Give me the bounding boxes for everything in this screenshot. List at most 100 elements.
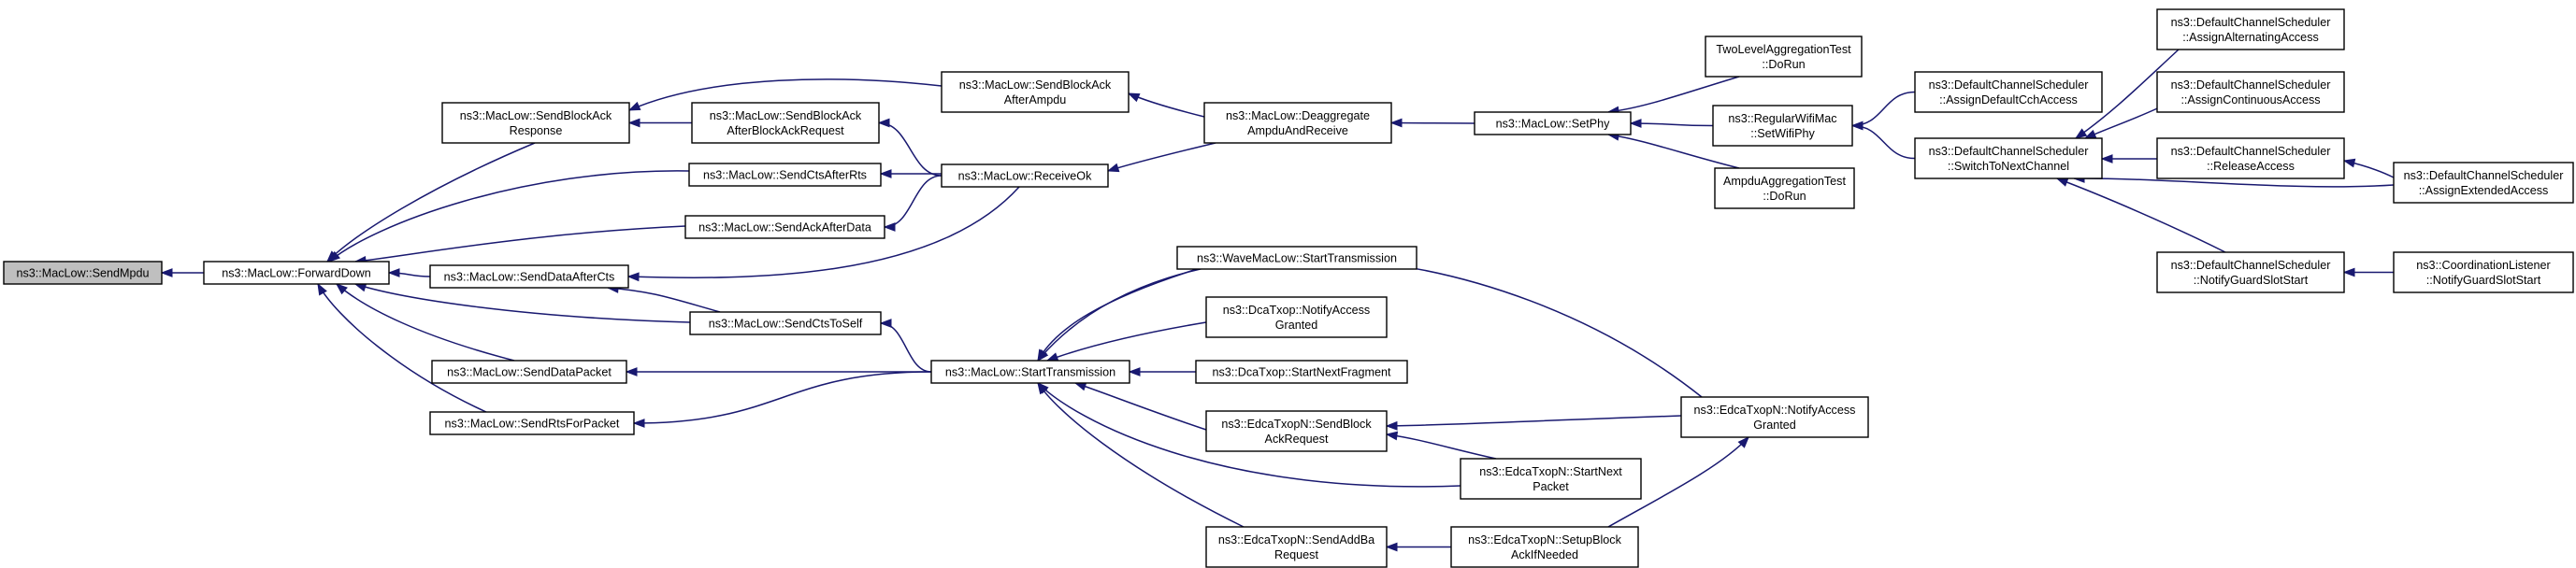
edge-sendblockackafterampdu-to-sendblockackresponse (628, 78, 943, 111)
node-label: Response (510, 124, 563, 137)
node-box (1195, 360, 1408, 384)
arrowhead (1737, 435, 1749, 448)
edge-sendctstoself-to-forwarddown (354, 283, 691, 323)
arrowhead (317, 282, 327, 296)
node-box (1680, 396, 1869, 438)
edge-switchtonextchannel-to-regularwifimac (1851, 124, 1916, 160)
edge-sendblockackresponse-to-forwarddown (326, 142, 536, 263)
arrowhead (327, 250, 340, 263)
node-label: AmpduAggregationTest (1723, 175, 1846, 188)
node-label: ::SetWifiPhy (1750, 127, 1815, 140)
node-box (2156, 137, 2345, 179)
node-forwarddown[interactable]: ns3::MacLow::ForwardDown (203, 261, 390, 285)
call-graph-nodes: ns3::MacLow::SendMpdu ns3::MacLow::Forwar… (3, 8, 2574, 568)
edge-sendctstoself-to-senddataafterctsnode (607, 287, 721, 313)
node-dcatxopstartnext[interactable]: ns3::DcaTxop::StartNextFragment (1195, 360, 1408, 384)
edge-deaggregate-to-sendblockackafterampdu (1128, 92, 1205, 118)
node-box (1914, 71, 2103, 113)
arrowhead (626, 272, 640, 282)
node-sendmpdu[interactable]: ns3::MacLow::SendMpdu (3, 261, 163, 285)
node-receiveok[interactable]: ns3::MacLow::ReceiveOk (941, 163, 1109, 188)
node-box (1474, 111, 1632, 135)
node-assigndefaultcch[interactable]: ns3::DefaultChannelScheduler::AssignDefa… (1914, 71, 2103, 113)
node-box (941, 71, 1130, 113)
node-senddatapacket[interactable]: ns3::MacLow::SendDataPacket (431, 360, 627, 384)
arrowhead (627, 118, 640, 128)
arrowhead (1629, 119, 1642, 128)
arrowhead (335, 283, 348, 295)
node-assigncontinuous[interactable]: ns3::DefaultChannelScheduler::AssignCont… (2156, 71, 2345, 113)
node-twolevelaggregation[interactable]: TwoLevelAggregationTest::DoRun (1705, 36, 1863, 78)
node-box (1203, 102, 1392, 144)
node-assignalternating[interactable]: ns3::DefaultChannelScheduler::AssignAlte… (2156, 8, 2345, 50)
arrowhead (2342, 267, 2355, 277)
node-box (689, 311, 882, 335)
node-label: AckRequest (1265, 433, 1329, 446)
node-box (1450, 526, 1639, 568)
node-ampduaggregation[interactable]: AmpduAggregationTest::DoRun (1714, 167, 1855, 209)
edge-assignextended-to-switchtonextchannel (2073, 178, 2395, 188)
node-label: TwoLevelAggregationTest (1716, 43, 1851, 56)
node-notifyguardslotstart[interactable]: ns3::DefaultChannelScheduler::NotifyGuar… (2156, 251, 2345, 293)
call-graph-edges (160, 49, 2395, 552)
node-sendctsafterrts[interactable]: ns3::MacLow::SendCtsAfterRts (688, 163, 882, 187)
node-label: ns3::EdcaTxopN::SetupBlock (1468, 533, 1622, 547)
node-box (2156, 251, 2345, 293)
node-label: ns3::MacLow::SendMpdu (16, 267, 149, 280)
node-box (941, 163, 1109, 188)
node-label: ns3::DcaTxop::StartNextFragment (1212, 366, 1391, 379)
arrowhead (1385, 420, 1398, 431)
node-label: ns3::DefaultChannelScheduler (1929, 78, 2089, 92)
edge-senddatapacket-to-forwarddown (336, 283, 515, 362)
node-label: ns3::DefaultChannelScheduler (2404, 169, 2564, 182)
node-label: ns3::DefaultChannelScheduler (2171, 78, 2331, 92)
arrowhead (2083, 129, 2097, 139)
node-switchtonextchannel[interactable]: ns3::DefaultChannelScheduler::SwitchToNe… (1914, 137, 2103, 179)
node-senddataafterctsnode[interactable]: ns3::MacLow::SendDataAfterCts (429, 264, 629, 289)
arrowhead (879, 319, 892, 328)
node-label: ns3::DefaultChannelScheduler (1929, 145, 2089, 158)
arrowhead (1850, 121, 1864, 131)
node-starttransmission[interactable]: ns3::MacLow::StartTransmission (930, 360, 1130, 384)
arrowhead (2055, 178, 2069, 187)
arrowhead (625, 367, 638, 376)
node-sendrtsforpacket[interactable]: ns3::MacLow::SendRtsForPacket (429, 411, 635, 435)
node-box (1205, 296, 1388, 338)
node-wavemaclow[interactable]: ns3::WaveMacLow::StartTransmission (1176, 246, 1418, 270)
node-sendblockackafterblockackrequest[interactable]: ns3::MacLow::SendBlockAckAfterBlockAckRe… (691, 102, 880, 144)
node-regularwifimac[interactable]: ns3::RegularWifiMac::SetWifiPhy (1712, 105, 1853, 147)
node-coordinationlistener[interactable]: ns3::CoordinationListener::NotifyGuardSl… (2393, 251, 2574, 293)
node-box (1176, 246, 1418, 270)
node-setphy[interactable]: ns3::MacLow::SetPhy (1474, 111, 1632, 135)
node-label: ::AssignDefaultCchAccess (1939, 93, 2078, 106)
node-box (2393, 162, 2574, 204)
edge-twolevelaggregation-to-setphy (1607, 76, 1740, 113)
node-assignextended[interactable]: ns3::DefaultChannelScheduler::AssignExte… (2393, 162, 2574, 204)
node-label: ns3::MacLow::SendCtsAfterRts (703, 169, 867, 182)
node-label: ns3::MacLow::StartTransmission (945, 366, 1115, 379)
arrowhead (627, 101, 641, 111)
node-sendackafterdata[interactable]: ns3::MacLow::SendAckAfterData (684, 215, 885, 239)
node-releaseaccess[interactable]: ns3::DefaultChannelScheduler::ReleaseAcc… (2156, 137, 2345, 179)
edge-sendctsafterrts-to-forwarddown (328, 170, 690, 263)
edge-edcastartnext-to-starttransmission (1037, 382, 1461, 488)
edge-assigndefaultcch-to-regularwifimac (1851, 91, 1916, 127)
node-box (691, 102, 880, 144)
node-label: AfterBlockAckRequest (727, 124, 844, 137)
node-label: AckIfNeeded (1511, 548, 1578, 561)
arrowhead (1037, 382, 1049, 394)
node-label: ns3::EdcaTxopN::StartNext (1479, 465, 1622, 478)
node-sendctstoself[interactable]: ns3::MacLow::SendCtsToSelf (689, 311, 882, 335)
node-box (930, 360, 1130, 384)
edge-edcanotifyaccess-to-edcasendblockack (1386, 415, 1682, 427)
